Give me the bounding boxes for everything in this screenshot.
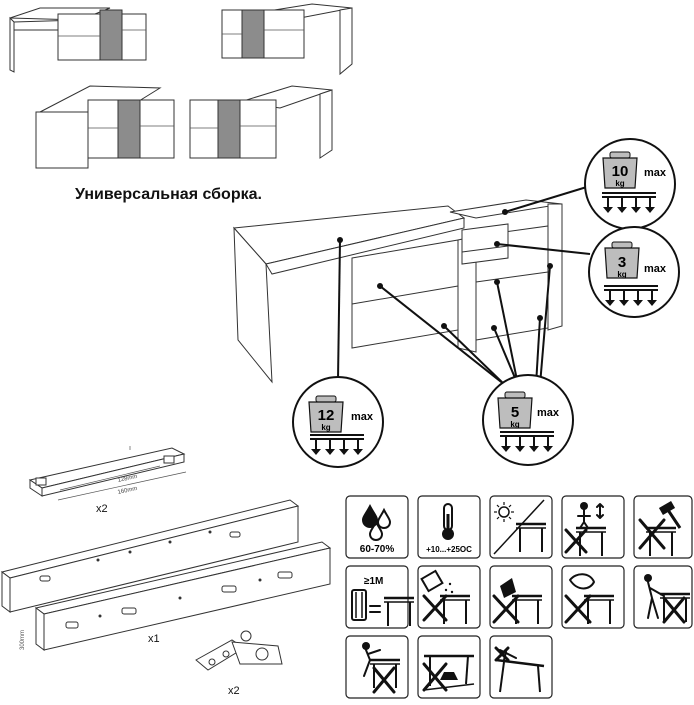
svg-text:12: 12: [318, 407, 335, 424]
svg-text:60-70%: 60-70%: [360, 544, 395, 555]
svg-text:+10...+25OC: +10...+25OC: [426, 545, 472, 554]
svg-text:128mm: 128mm: [117, 474, 138, 484]
svg-text:160mm: 160mm: [117, 486, 138, 496]
load-badge-desk: 12 kg max: [292, 376, 384, 468]
config-thumbnail-2: [221, 3, 353, 76]
svg-text:max: max: [351, 411, 374, 423]
svg-text:300mm: 300mm: [20, 630, 26, 650]
svg-text:≥1M: ≥1M: [364, 576, 383, 587]
no-dragging-icon: [633, 565, 693, 629]
svg-text:x1: x1: [148, 633, 160, 645]
svg-text:max: max: [537, 407, 560, 419]
load-badge-shelves: 5 kg max: [482, 374, 574, 466]
svg-text:x2: x2: [96, 503, 108, 515]
no-liquids-icon: [417, 565, 481, 629]
svg-text:kg: kg: [615, 179, 624, 188]
hinge: x2: [195, 630, 283, 697]
no-hot-objects-icon: [489, 565, 553, 629]
no-hammer-icon: [633, 495, 693, 559]
svg-text:max: max: [644, 167, 667, 179]
temperature-icon: +10...+25OC: [417, 495, 481, 559]
page-title: Универсальная сборка.: [75, 186, 262, 203]
desk-drawing: [232, 199, 563, 384]
no-standing-icon: [561, 495, 625, 559]
long-drawer-rail: 300mm x1: [0, 499, 332, 651]
no-chemicals-icon: [561, 565, 625, 629]
svg-text:3: 3: [618, 254, 626, 271]
leader-lines: [337, 185, 591, 386]
config-thumbnail-3: [35, 85, 175, 169]
svg-text:x2: x2: [228, 685, 240, 697]
no-sharp-objects-icon: [489, 635, 553, 699]
svg-text:kg: kg: [321, 423, 330, 432]
heater-distance-icon: ≥1M: [345, 565, 416, 629]
humidity-icon: 60-70%: [345, 495, 409, 559]
no-sitting-icon: [345, 635, 409, 699]
load-badge-drawer: 3 kg max: [588, 226, 680, 318]
no-uneven-floor-icon: [417, 635, 481, 699]
config-thumbnail-1: [9, 7, 147, 73]
load-badge-top: 10 kg max: [584, 138, 676, 230]
svg-text:5: 5: [511, 404, 519, 421]
svg-text:10: 10: [612, 163, 629, 180]
svg-text:kg: kg: [510, 420, 519, 429]
no-sunlight-icon: [489, 495, 553, 559]
short-rail: 128mm 160mm x2: [28, 446, 187, 515]
config-thumbnail-4: [189, 85, 333, 159]
svg-text:max: max: [644, 263, 667, 275]
svg-text:kg: kg: [617, 270, 626, 279]
care-icons: 60-70% +10...+25OC: [345, 495, 693, 699]
